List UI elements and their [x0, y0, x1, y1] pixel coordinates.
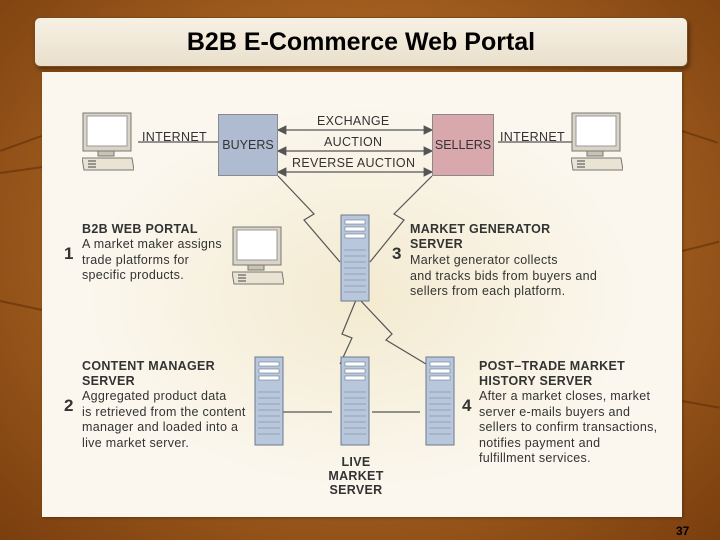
section-1-heading: B2B WEB PORTAL	[82, 222, 198, 236]
content-manager-server-icon	[254, 356, 284, 446]
section-1-line: trade platforms for	[82, 252, 190, 267]
sellers-box: SELLERS	[432, 114, 494, 176]
section-4-line: sellers to confirm transactions,	[479, 420, 658, 434]
live-market-server-icon	[340, 356, 370, 446]
buyers-label: BUYERS	[222, 138, 274, 152]
connector-lines	[138, 125, 574, 413]
section-3-line: Market generator collects	[410, 253, 558, 267]
section-3-heading: MARKET GENERATOR	[410, 222, 551, 236]
step-number-2: 2	[64, 396, 74, 415]
sellers-label: SELLERS	[434, 138, 492, 152]
live-market-label: LIVE MARKET SERVER	[316, 455, 396, 497]
step-number-4: 4	[462, 396, 472, 415]
auction-label: AUCTION	[324, 135, 383, 149]
section-2-heading-2: SERVER	[82, 374, 135, 388]
section-1-text: A market maker assigns trade platforms f…	[82, 237, 232, 284]
section-2-line: is retrieved from the content	[82, 404, 246, 419]
internet-label-right: INTERNET	[500, 130, 565, 144]
section-1-line: A market maker assigns	[82, 237, 222, 251]
section-2-line: Aggregated product data	[82, 389, 227, 403]
section-2-line: manager and loaded into a	[82, 420, 239, 434]
section-4-line: notifies payment and	[479, 435, 601, 450]
live-market-line: LIVE MARKET	[328, 455, 384, 483]
page-number: 37	[676, 524, 690, 538]
section-4-line: server e-mails buyers and	[479, 404, 631, 419]
internet-label-left: INTERNET	[142, 130, 207, 144]
step-number-3: 3	[392, 244, 402, 263]
section-4-line: After a market closes, market	[479, 389, 651, 403]
section-3-heading-2: SERVER	[410, 237, 463, 251]
post-trade-server-icon	[425, 356, 455, 446]
seller-computer-icon	[571, 112, 623, 171]
section-3-line: sellers from each platform.	[410, 284, 566, 298]
diagram-panel: INTERNET INTERNET BUYERS SELLERS EXCHANG…	[42, 72, 682, 517]
exchange-label: EXCHANGE	[317, 114, 390, 128]
section-2-line: live market server.	[82, 435, 190, 450]
section-2-heading: CONTENT MANAGER	[82, 359, 215, 373]
section-4-heading: POST–TRADE MARKET	[479, 359, 626, 373]
section-3-line: and tracks bids from buyers and	[410, 268, 598, 283]
reverse-auction-label: REVERSE AUCTION	[292, 156, 416, 170]
slide-title: B2B E-Commerce Web Portal	[186, 27, 536, 56]
portal-computer-icon	[232, 226, 284, 285]
section-2-text: Aggregated product data is retrieved fro…	[82, 389, 252, 451]
live-market-line: SERVER	[329, 483, 383, 497]
section-1-line: specific products.	[82, 268, 184, 282]
step-number-1: 1	[64, 244, 74, 263]
buyer-computer-icon	[82, 112, 134, 171]
title-banner: B2B E-Commerce Web Portal	[34, 17, 688, 67]
section-4-line: fulfillment services.	[479, 451, 591, 465]
section-4-heading-2: HISTORY SERVER	[479, 374, 593, 388]
buyers-box: BUYERS	[218, 114, 278, 176]
section-3-text: Market generator collects and tracks bid…	[410, 253, 620, 300]
section-4-text: After a market closes, market server e-m…	[479, 389, 679, 467]
market-generator-server-icon	[340, 214, 370, 302]
